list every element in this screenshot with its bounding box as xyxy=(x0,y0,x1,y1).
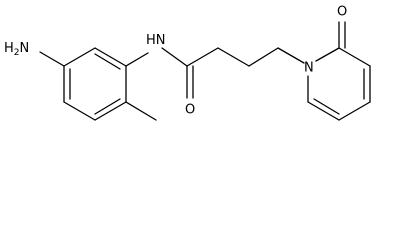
bond xyxy=(307,101,340,121)
ring-nitrogen-label: N xyxy=(304,61,314,76)
bond xyxy=(315,47,340,62)
bond xyxy=(63,101,96,121)
bond xyxy=(186,47,219,67)
bond xyxy=(277,47,305,64)
bond xyxy=(63,47,96,67)
double-bond-inner xyxy=(94,98,121,115)
bond xyxy=(338,101,371,121)
bond xyxy=(94,101,127,121)
ring-oxygen-label: O xyxy=(337,5,347,20)
bond xyxy=(161,47,188,67)
bond xyxy=(248,47,279,67)
bond xyxy=(217,47,250,67)
bond xyxy=(338,47,371,67)
amide-nitrogen-label: HN xyxy=(146,33,166,48)
benzene-ring xyxy=(63,47,127,121)
bond xyxy=(39,51,65,67)
bond xyxy=(125,52,149,67)
double-bond-inner xyxy=(313,98,340,115)
double-bond-inner xyxy=(94,53,121,70)
bond xyxy=(94,47,127,67)
molecule-structure-diagram: H2N HN O N O xyxy=(4,5,371,121)
pyridinone-ring xyxy=(307,47,371,121)
methyl-bond xyxy=(125,101,157,121)
amide-oxygen-label: O xyxy=(185,103,195,118)
amine-label: H2N xyxy=(4,41,29,58)
